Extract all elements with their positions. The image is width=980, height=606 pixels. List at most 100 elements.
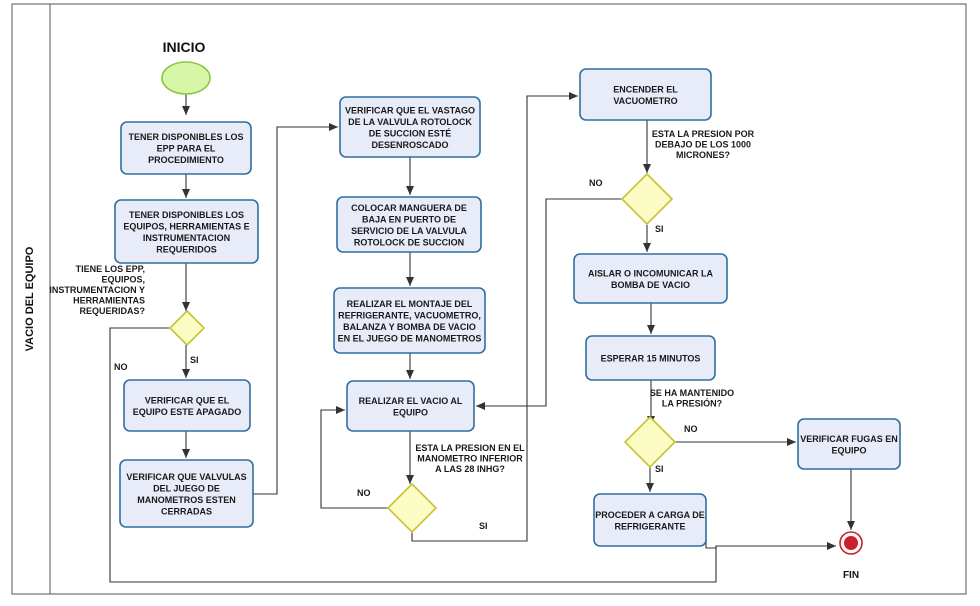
process-box xyxy=(119,459,254,528)
process-box xyxy=(585,335,716,381)
connector xyxy=(476,198,623,410)
decision-yes-label: SI xyxy=(479,521,488,531)
decision-question-d1-line: REQUERIDAS? xyxy=(79,306,145,316)
process-label-line: EQUIPOS, HERRAMIENTAS E xyxy=(123,221,249,231)
connector xyxy=(109,327,836,583)
decision-question-d2-line: ESTA LA PRESION EN EL xyxy=(415,443,525,453)
connector xyxy=(253,123,338,495)
process-step-esperar: ESPERAR 15 MINUTOS xyxy=(585,335,716,381)
process-label-line: REALIZAR EL VACIO AL xyxy=(359,396,463,406)
process-label-line: VERIFICAR QUE VALVULAS xyxy=(126,472,246,482)
process-label-line: TENER DISPONIBLES LOS xyxy=(128,132,243,142)
decision-no-label: NO xyxy=(589,178,603,188)
decision-question-d3-line: DEBAJO DE LOS 1000 xyxy=(655,140,751,150)
decision-yes-label: SI xyxy=(655,224,664,234)
process-box xyxy=(346,380,475,432)
connector xyxy=(320,406,389,509)
decision-d1 xyxy=(168,309,206,347)
process-box xyxy=(114,199,259,264)
decision-question-d4-line: SE HA MANTENIDO xyxy=(650,388,734,398)
decision-yes-label: SI xyxy=(190,355,199,365)
process-label-line: PROCEDIMIENTO xyxy=(148,155,224,165)
process-label-line: REALIZAR EL MONTAJE DEL xyxy=(347,299,473,309)
process-box xyxy=(573,253,728,304)
process-label-line: MANOMETROS ESTEN xyxy=(137,495,236,505)
process-label-line: EN EL JUEGO DE MANOMETROS xyxy=(338,333,482,343)
process-label-line: DESENROSCADO xyxy=(371,140,448,150)
process-label-line: VERIFICAR QUE EL VASTAGO xyxy=(345,105,475,115)
process-step-apagado: VERIFICAR QUE EL EQUIPO ESTE APAGADO xyxy=(123,379,251,432)
process-label-line: CERRADAS xyxy=(161,506,212,516)
process-label-line: AISLAR O INCOMUNICAR LA xyxy=(588,268,713,278)
process-box xyxy=(336,196,482,253)
process-label-line: DEL JUEGO DE xyxy=(153,483,220,493)
process-label-line: VACUOMETRO xyxy=(613,96,677,106)
process-label-line: BAJA EN PUERTO DE xyxy=(362,214,456,224)
process-label-line: REQUERIDOS xyxy=(156,244,217,254)
decision-yes-label: SI xyxy=(655,464,664,474)
start-label: INICIO xyxy=(163,39,206,55)
process-label-line: PROCEDER A CARGA DE xyxy=(595,510,705,520)
process-label-line: INSTRUMENTACION xyxy=(143,233,230,243)
decision-no-label: NO xyxy=(357,488,371,498)
process-label-line: REFRIGERANTE, VACUOMETRO, xyxy=(338,310,481,320)
decision-question-d4-line: LA PRESIÓN? xyxy=(662,398,722,409)
process-label: ESPERAR 15 MINUTOS xyxy=(601,354,701,364)
process-label-line: VERIFICAR FUGAS EN xyxy=(800,434,898,444)
connector xyxy=(705,520,836,549)
decision-question-d1-line: TIENE LOS EPP, xyxy=(76,264,145,274)
process-label-line: ROTOLOCK DE SUCCION xyxy=(354,237,464,247)
process-label-line: SERVICIO DE LA VALVULA xyxy=(351,226,467,236)
decision-no-label: NO xyxy=(114,362,128,372)
process-label-line: EQUIPO ESTE APAGADO xyxy=(133,407,242,417)
process-label-line: COLOCAR MANGUERA DE xyxy=(351,203,467,213)
process-box xyxy=(123,379,251,432)
process-label-line: EQUIPO xyxy=(393,407,428,417)
process-label-line: DE SUCCION ESTÉ xyxy=(369,128,452,138)
decision-question-d2-line: MANOMETRO INFERIOR xyxy=(417,454,523,464)
process-label-line: BALANZA Y BOMBA DE VACIO xyxy=(343,322,476,332)
process-box xyxy=(579,68,712,121)
decision-d3 xyxy=(620,172,674,226)
process-label-line: VERIFICAR QUE EL xyxy=(145,395,230,405)
decision-question-d1-line: EQUIPOS, xyxy=(101,275,145,285)
end-node-core xyxy=(844,536,858,550)
process-box xyxy=(120,121,252,175)
decision-question-d3-line: ESTA LA PRESION POR xyxy=(652,129,755,139)
process-label: VERIFICAR QUE EL EQUIPO ESTE APAGADO xyxy=(133,395,242,417)
process-box xyxy=(797,418,901,470)
process-label-line: REFRIGERANTE xyxy=(614,521,685,531)
decision-question-d3-line: MICRONES? xyxy=(676,150,730,160)
process-box xyxy=(333,287,486,354)
process-box xyxy=(593,493,707,547)
decision-question-d1-line: HERRAMIENTAS xyxy=(73,296,145,306)
decision-question-d2-line: A LAS 28 INHG? xyxy=(435,464,505,474)
process-step-aislar: AISLAR O INCOMUNICAR LA BOMBA DE VACIO xyxy=(573,253,728,304)
decision-question-d1-line: INSTRUMENTACION Y xyxy=(49,285,145,295)
process-label-line: BOMBA DE VACIO xyxy=(611,280,690,290)
decision-d2 xyxy=(386,482,438,534)
process-box xyxy=(339,96,481,158)
start-node xyxy=(161,61,211,95)
decision-no-label: NO xyxy=(684,424,698,434)
decision-d4 xyxy=(623,415,677,469)
